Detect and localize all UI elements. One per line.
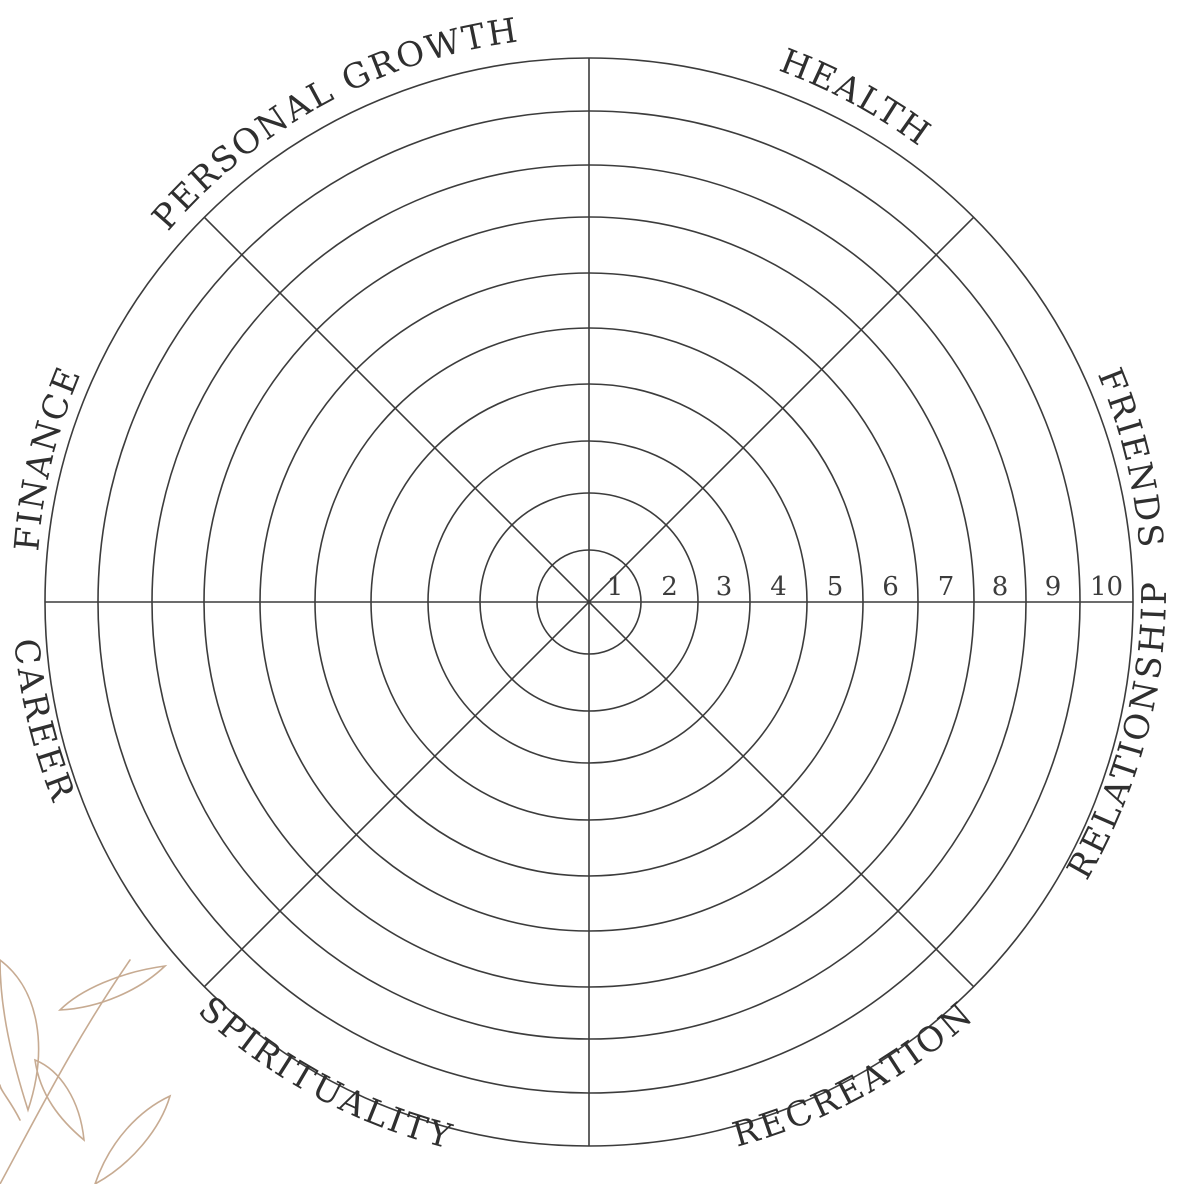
category-label-recreation: RECREATION <box>728 994 981 1155</box>
scale-label-5: 5 <box>827 572 844 602</box>
scale-labels: 1 2 3 4 5 6 7 8 9 10 <box>607 572 1123 602</box>
scale-label-10: 10 <box>1090 572 1123 602</box>
scale-label-8: 8 <box>992 572 1009 602</box>
category-label-personal-growth: PERSONAL GROWTH <box>145 10 522 238</box>
category-label-career: CAREER <box>5 637 82 808</box>
category-label-finance: FINANCE <box>7 360 89 552</box>
scale-label-3: 3 <box>716 572 733 602</box>
scale-label-2: 2 <box>661 572 678 602</box>
category-label-friends: FRIENDS <box>1089 363 1170 551</box>
scale-label-1: 1 <box>607 572 624 602</box>
scale-label-6: 6 <box>882 572 899 602</box>
botanical-leaf-sprig-icon <box>0 960 170 1184</box>
category-label-spirituality: SPIRITUALITY <box>191 989 458 1158</box>
scale-label-4: 4 <box>770 572 787 602</box>
scale-label-7: 7 <box>938 572 955 602</box>
category-label-health: HEALTH <box>774 41 938 155</box>
scale-label-9: 9 <box>1045 572 1062 602</box>
category-dividers <box>45 58 1133 1146</box>
